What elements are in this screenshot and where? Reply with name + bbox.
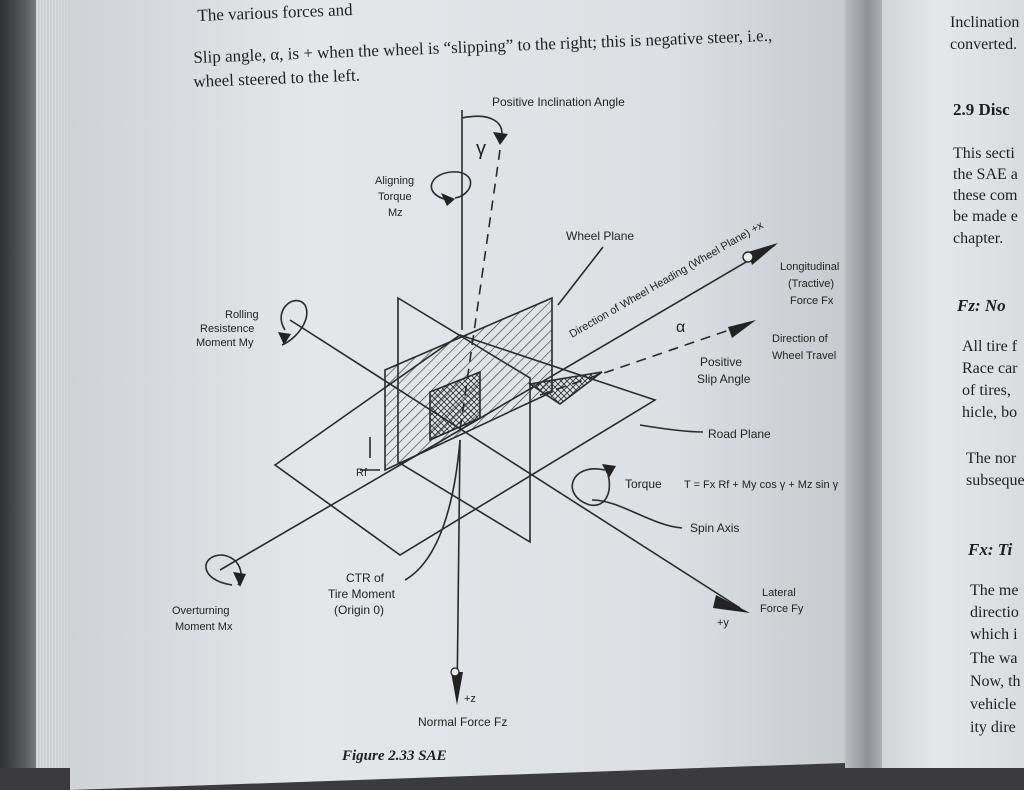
label-lateral-2: Force Fy <box>760 603 804 615</box>
y-axis <box>289 319 741 609</box>
right-para-line: these com <box>953 187 1018 204</box>
heading-fx: Fx: Ti <box>968 540 1013 559</box>
label-lateral-1: Lateral <box>762 587 796 599</box>
label-aligning-1: Aligning <box>375 175 414 187</box>
inclination-axis <box>459 149 501 431</box>
right-para-line: ity dire <box>970 719 1016 736</box>
z-axis-arrowhead <box>451 672 463 705</box>
section-heading-2-9: 2.9 Disc <box>953 100 1010 119</box>
right-para-line: hicle, bo <box>962 404 1018 421</box>
label-rolling-1: Rolling <box>225 309 259 321</box>
y-axis-arrowhead <box>713 595 750 613</box>
label-slip-1: Positive <box>700 355 742 369</box>
right-para-line: vehicle <box>970 696 1017 713</box>
label-plus-y: +y <box>717 617 729 629</box>
right-line-converted: converted. <box>950 36 1018 53</box>
label-wheel-plane: Wheel Plane <box>566 229 634 243</box>
travel-arrowhead <box>728 320 756 338</box>
spin-torque-arrow <box>571 468 611 506</box>
label-ctr-1: CTR of <box>346 571 385 585</box>
label-rolling-2: Resistence <box>200 323 254 335</box>
right-para-line: be made e <box>953 208 1018 225</box>
label-aligning-3: Mz <box>388 207 403 219</box>
label-torque-equation: T = Fx Rf + My cos γ + Mz sin γ <box>684 479 839 491</box>
overturning-moment-arrow <box>205 554 242 586</box>
label-longitudinal-2: (Tractive) <box>788 278 834 290</box>
label-overturning-2: Moment Mx <box>175 621 233 633</box>
overturning-axis <box>219 429 461 571</box>
label-road-plane: Road Plane <box>708 427 771 441</box>
book-edge <box>0 0 42 768</box>
label-gamma: γ <box>476 138 486 160</box>
label-positive-inclination: Positive Inclination Angle <box>492 95 625 109</box>
right-para-line: of tires, <box>962 382 1011 399</box>
right-para-line: Race car <box>962 360 1018 377</box>
label-ctr-2: Tire Moment <box>328 587 396 601</box>
right-para-line: All tire f <box>962 338 1018 355</box>
label-overturning-1: Overturning <box>172 605 229 617</box>
x-axis-arrowhead <box>748 243 778 265</box>
aligning-torque-arrow <box>430 171 472 201</box>
right-para-line: This secti <box>953 145 1015 162</box>
x-axis <box>459 244 776 431</box>
label-aligning-2: Torque <box>378 191 412 203</box>
label-slip-2: Slip Angle <box>697 372 751 386</box>
label-longitudinal-3: Force Fx <box>790 295 834 307</box>
figure-caption: Figure 2.33 SAE <box>342 748 447 764</box>
label-travel-2: Wheel Travel <box>772 350 836 362</box>
right-para-line: subseque <box>966 472 1024 489</box>
heading-fz: Fz: No <box>957 296 1006 315</box>
right-para-line: The wa <box>970 650 1018 667</box>
right-para-line: which i <box>970 626 1018 643</box>
rolling-moment-arrow <box>280 299 308 346</box>
label-torque: Torque <box>625 477 662 491</box>
right-para-line: directio <box>970 604 1019 621</box>
page-stack <box>36 0 76 768</box>
label-ctr-3: (Origin 0) <box>334 603 384 617</box>
right-line-inclination: Inclination <box>950 14 1020 31</box>
label-travel-1: Direction of <box>772 333 829 345</box>
right-para-line: Now, th <box>970 673 1021 690</box>
right-para-line: chapter. <box>953 230 1004 247</box>
label-longitudinal-1: Longitudinal <box>780 261 839 273</box>
label-normal-force: Normal Force Fz <box>418 715 507 729</box>
right-page <box>882 0 1024 768</box>
right-para-line: the SAE a <box>953 166 1018 183</box>
z-axis-lower <box>456 439 461 701</box>
sae-tire-axis-diagram: Positive Inclination Angle γ Aligning To… <box>172 95 839 729</box>
travel-direction <box>539 327 736 396</box>
right-para-line: The me <box>970 582 1019 599</box>
right-para-line: The nor <box>966 450 1017 467</box>
label-plus-z: +z <box>464 693 476 705</box>
label-alpha: α <box>676 319 685 336</box>
label-rf: Rf <box>356 467 368 479</box>
label-spin-axis: Spin Axis <box>690 521 739 535</box>
label-rolling-3: Moment My <box>196 337 254 349</box>
